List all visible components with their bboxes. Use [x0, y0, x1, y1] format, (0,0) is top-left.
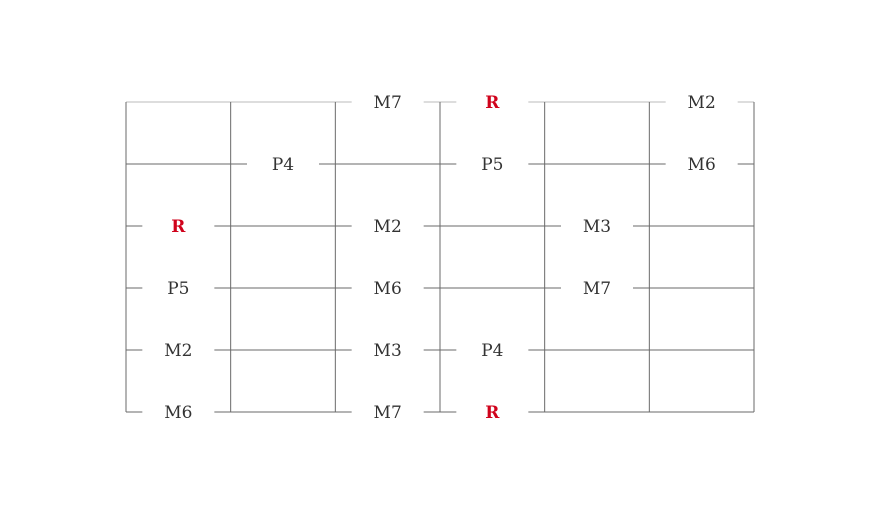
interval-note-label: M2: [688, 93, 716, 113]
interval-note-label: M7: [374, 93, 402, 113]
interval-note-label: M2: [374, 217, 402, 237]
note-label-background: [456, 404, 529, 420]
interval-note-label: M2: [164, 341, 192, 361]
note-label-background: [456, 342, 529, 358]
root-note-label: R: [485, 93, 500, 113]
note-label-background: [142, 404, 215, 420]
note-label-background: [142, 280, 215, 296]
note-label-background: [351, 218, 424, 234]
interval-note-label: M6: [374, 279, 402, 299]
note-label-background: [456, 94, 529, 110]
interval-note-label: M7: [583, 279, 611, 299]
note-label-background: [351, 342, 424, 358]
note-label-background: [561, 218, 633, 234]
interval-note-label: P5: [167, 279, 189, 299]
root-note-label: R: [171, 217, 186, 237]
interval-note-label: P4: [272, 155, 294, 175]
interval-note-label: M7: [374, 403, 402, 423]
interval-note-label: P4: [481, 341, 503, 361]
interval-note-label: M3: [374, 341, 402, 361]
note-label-background: [351, 94, 424, 110]
interval-note-label: M6: [164, 403, 192, 423]
root-note-label: R: [485, 403, 500, 423]
note-label-background: [247, 156, 319, 172]
interval-note-label: P5: [481, 155, 503, 175]
note-label-background: [351, 404, 424, 420]
note-label-background: [351, 280, 424, 296]
note-label-background: [561, 280, 633, 296]
note-label-background: [456, 156, 529, 172]
interval-note-label: M6: [688, 155, 716, 175]
interval-note-label: M3: [583, 217, 611, 237]
note-label-background: [142, 342, 215, 358]
note-label-background: [665, 94, 738, 110]
note-label-background: [142, 218, 215, 234]
note-label-background: [665, 156, 738, 172]
